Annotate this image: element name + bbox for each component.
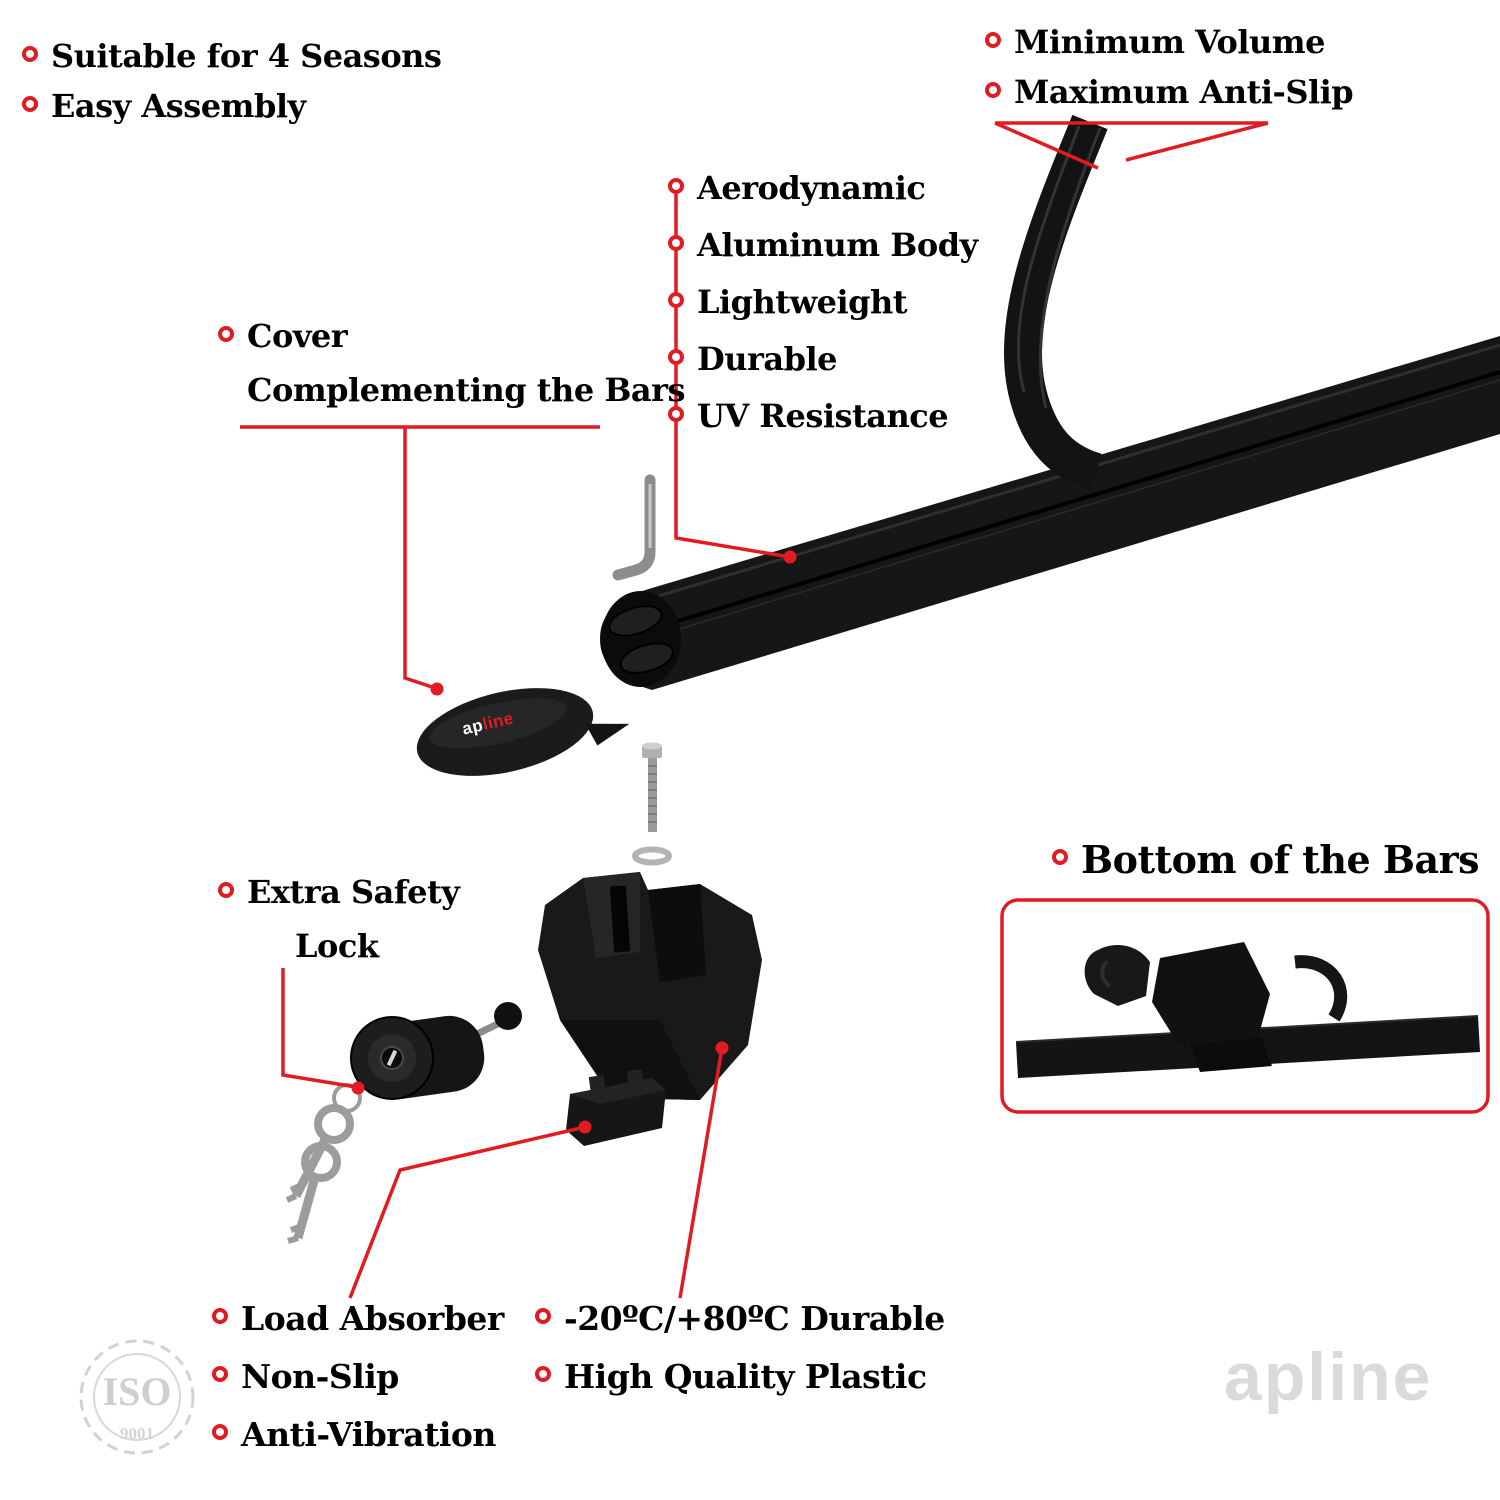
feature-text: Durable: [697, 340, 838, 378]
iso-stamp-subtitle: 9001: [120, 1424, 154, 1443]
feature-aluminum-body: Aluminum Body: [668, 227, 978, 264]
iso-stamp-title: ISO: [102, 1369, 172, 1414]
feature-text: Maximum Anti-Slip: [1014, 73, 1354, 111]
feature-text: Suitable for 4 Seasons: [51, 37, 442, 75]
feature-text: -20ºC/+80ºC Durable: [564, 1299, 945, 1338]
crossbar-image: [600, 336, 1500, 690]
safety-lock-label-line2: Lock: [295, 928, 379, 965]
leader-lines: [240, 121, 1490, 1299]
bullet-ring-icon: [535, 1308, 551, 1324]
bullet-ring-icon: [985, 82, 1001, 98]
feature-high-quality-plastic: High Quality Plastic: [535, 1358, 927, 1396]
feature-text: Aluminum Body: [697, 226, 978, 264]
bottom-of-bars-frame: [1000, 898, 1490, 1114]
cover-label-line2: Complementing the Bars: [247, 372, 685, 409]
feature-aerodynamic: Aerodynamic: [668, 169, 926, 207]
feature-text: Minimum Volume: [1014, 23, 1326, 61]
feature-suitable-seasons: Suitable for 4 Seasons: [22, 37, 442, 75]
feature-minimum-volume: Minimum Volume: [985, 23, 1326, 61]
rubber-strip-image: [1004, 114, 1108, 491]
lock-image: [350, 1002, 522, 1100]
cover-text: Complementing the Bars: [247, 371, 685, 409]
feature-uv-resistance: UV Resistance: [668, 397, 949, 435]
bullet-ring-icon: [212, 1424, 228, 1440]
bullet-ring-icon: [212, 1308, 228, 1324]
bullet-ring-icon: [1052, 849, 1068, 865]
brand-watermark: apline: [1224, 1339, 1433, 1415]
iso-badge-icon: [79, 1339, 195, 1455]
bullet-ring-icon: [22, 96, 38, 112]
washer-icon: [632, 846, 672, 866]
feature-text: Anti-Vibration: [241, 1415, 496, 1454]
cover-image: [416, 688, 630, 776]
bullet-ring-icon: [668, 235, 684, 251]
feature-text: Load Absorber: [241, 1299, 504, 1338]
allen-key-icon: [612, 474, 656, 581]
bullet-ring-icon: [218, 326, 234, 342]
bullet-ring-icon: [212, 1366, 228, 1382]
bullet-ring-icon: [22, 46, 38, 62]
bullet-ring-icon: [218, 882, 234, 898]
feature-maximum-antislip: Maximum Anti-Slip: [985, 73, 1354, 111]
bolt-image: [632, 742, 672, 866]
bullet-ring-icon: [668, 406, 684, 422]
feature-load-absorber: Load Absorber: [212, 1300, 504, 1338]
feature-text: Lightweight: [697, 283, 908, 321]
feature-text: UV Resistance: [697, 397, 949, 435]
keys-icon: [285, 1083, 362, 1244]
bottom-of-bars-label: Bottom of the Bars: [1052, 837, 1480, 882]
feature-anti-vibration: Anti-Vibration: [212, 1416, 496, 1454]
bottom-of-bars-text: Bottom of the Bars: [1081, 837, 1480, 882]
bottom-of-bars-image: [1015, 942, 1480, 1078]
feature-durable: Durable: [668, 340, 838, 378]
feature-non-slip: Non-Slip: [212, 1358, 399, 1396]
bullet-ring-icon: [535, 1366, 551, 1382]
bullet-ring-icon: [668, 178, 684, 194]
bullet-ring-icon: [985, 32, 1001, 48]
feature-temperature-durable: -20ºC/+80ºC Durable: [535, 1300, 945, 1338]
feature-text: Non-Slip: [241, 1357, 399, 1396]
feature-text: Aerodynamic: [697, 169, 926, 207]
bullet-ring-icon: [668, 349, 684, 365]
safety-lock-label-line1: Extra Safety: [218, 873, 460, 911]
bullet-ring-icon: [668, 292, 684, 308]
safety-lock-text: Lock: [295, 927, 379, 965]
feature-text: High Quality Plastic: [564, 1357, 927, 1396]
feature-easy-assembly: Easy Assembly: [22, 88, 306, 125]
cover-text: Cover: [247, 317, 348, 355]
clamp-bracket-image: [538, 872, 762, 1100]
feature-lightweight: Lightweight: [668, 283, 908, 321]
safety-lock-text: Extra Safety: [247, 873, 460, 911]
cover-label-line1: Cover: [218, 317, 348, 355]
feature-text: Easy Assembly: [51, 87, 306, 125]
